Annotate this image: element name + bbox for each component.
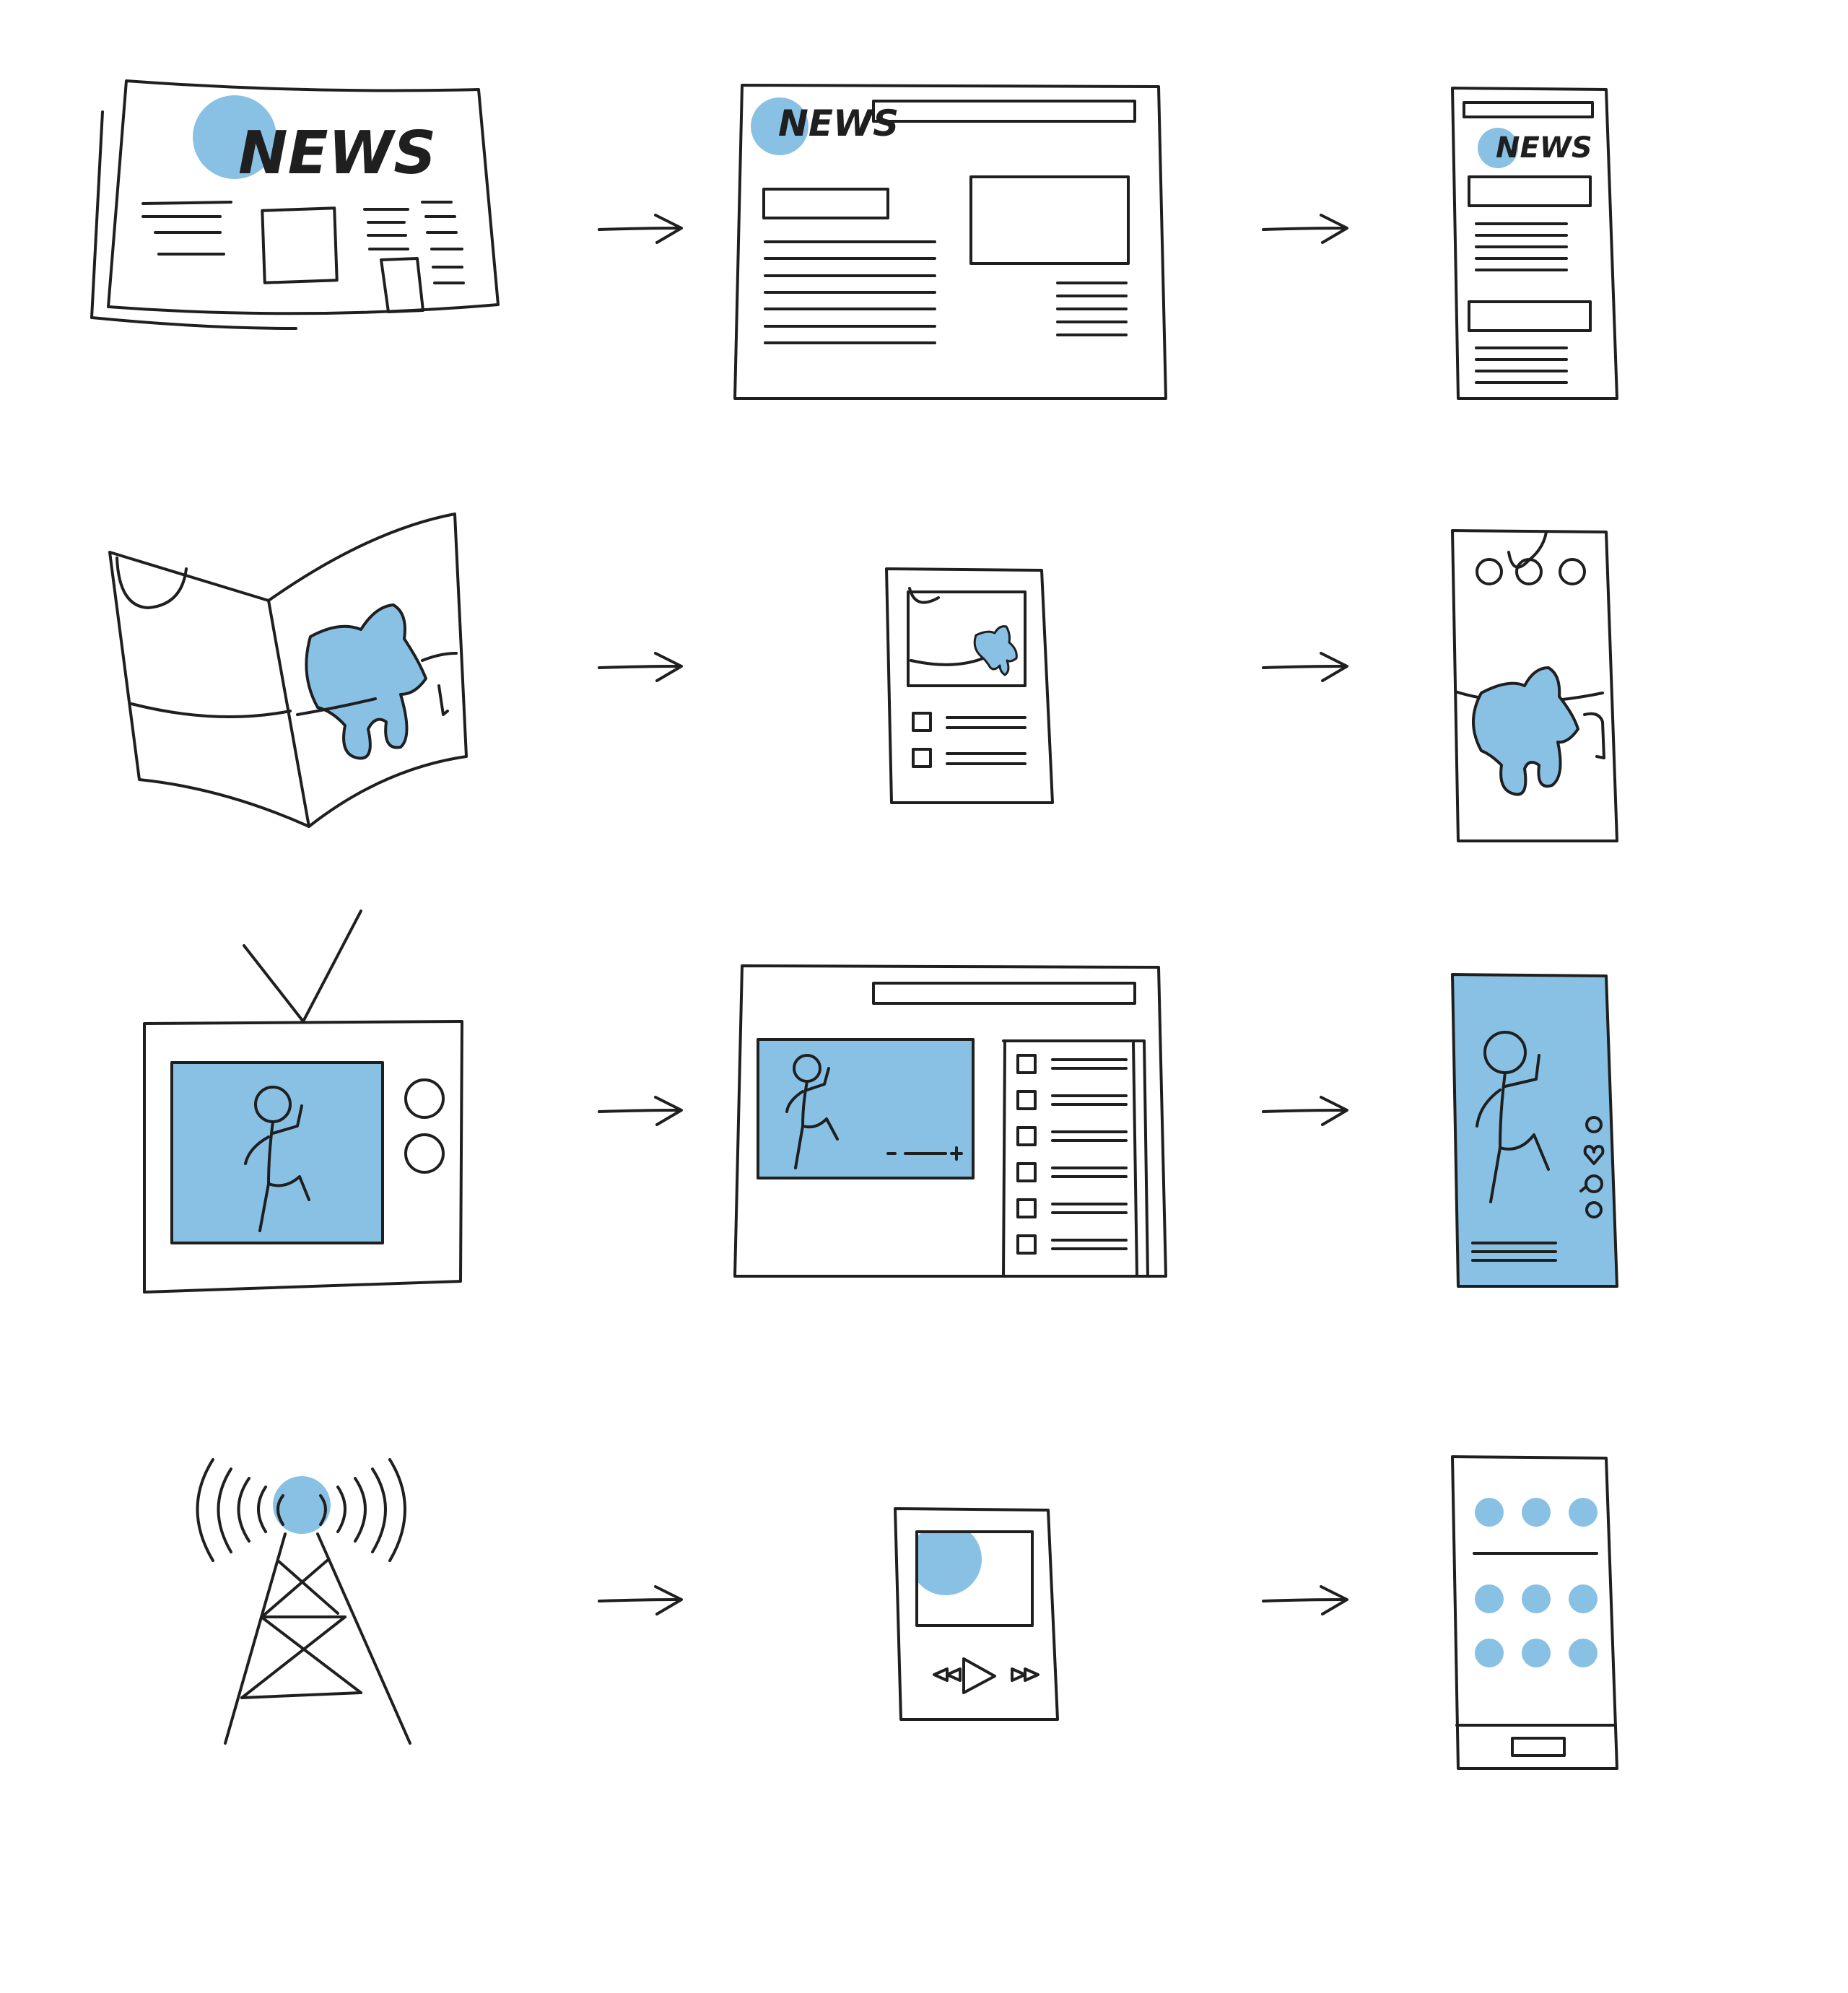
newspaper-icon: NEWS <box>90 79 500 330</box>
radio-tower-icon <box>196 1458 411 1745</box>
arrow-row3-b <box>1262 1096 1348 1126</box>
news-app-masthead: NEWS <box>1496 131 1592 165</box>
arrow-row3-a <box>598 1096 683 1126</box>
news-website-masthead: NEWS <box>778 103 899 144</box>
television-icon <box>143 910 463 1294</box>
media-player-icon <box>894 1507 1059 1721</box>
news-app-mobile-icon: NEWS <box>1451 87 1618 400</box>
arrow-row4-b <box>1262 1585 1348 1615</box>
newspaper-masthead: NEWS <box>238 119 436 188</box>
arrow-row4-a <box>598 1585 683 1615</box>
arrow-row1-b <box>1262 214 1348 244</box>
arrow-row2-b <box>1262 652 1348 682</box>
story-app-mobile-icon <box>1451 529 1618 842</box>
arrow-row1-a <box>598 214 683 244</box>
news-website-desktop-icon: NEWS <box>733 84 1167 400</box>
arrow-row2-a <box>598 652 683 682</box>
smartphone-apps-icon <box>1451 1455 1618 1770</box>
e-reader-tablet-icon <box>885 567 1054 804</box>
magazine-icon <box>108 513 468 828</box>
short-video-mobile-icon <box>1451 973 1618 1288</box>
video-website-desktop-icon <box>733 964 1167 1278</box>
